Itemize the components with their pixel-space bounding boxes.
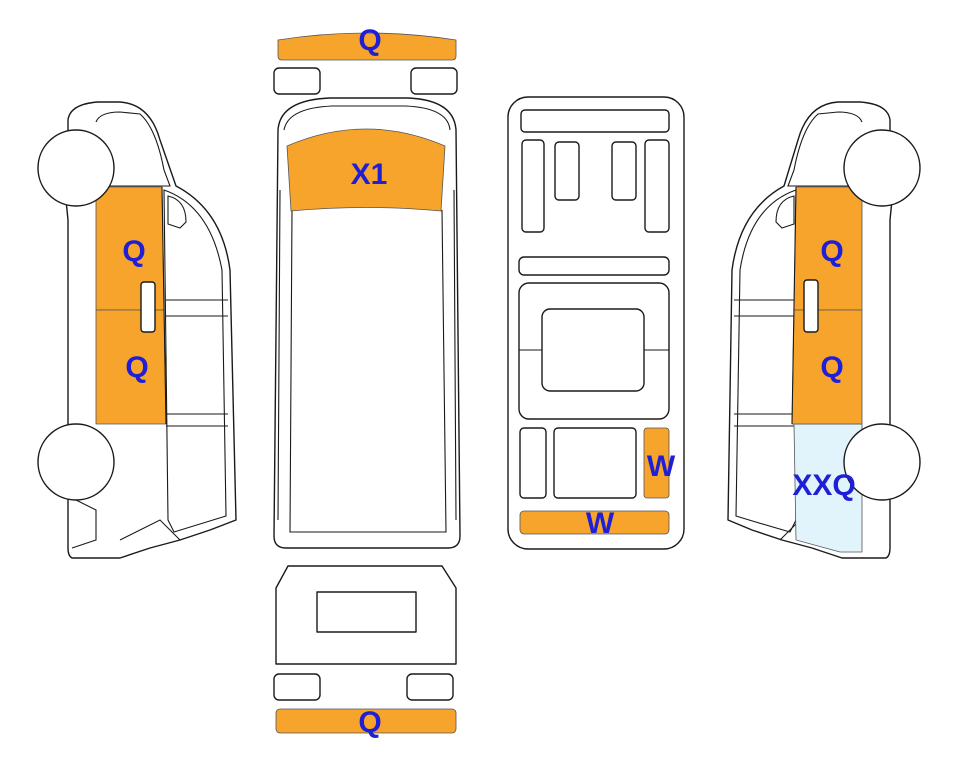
seat [644, 139, 670, 233]
front-left-headlight [273, 67, 321, 95]
left-front-wheel [37, 129, 115, 207]
front-view: Q [273, 24, 458, 95]
interior-side-panel-zone [643, 427, 670, 499]
seat [521, 139, 545, 233]
front-bumper-label: Q [358, 24, 381, 57]
interior-side-panel-label: W [647, 450, 676, 483]
interior-table [541, 308, 645, 392]
interior-rear-panel-zone [519, 510, 670, 535]
left-rear-door-label: Q [125, 351, 148, 384]
windshield-label: X1 [351, 158, 388, 191]
top-view: X1 [273, 97, 461, 549]
right-door-handle [803, 279, 819, 333]
right-side-view: Q Q XXQ [727, 101, 921, 559]
seat [554, 141, 580, 201]
rear-window [316, 591, 417, 633]
left-front-door-label: Q [122, 235, 145, 268]
interior-view: W W [507, 96, 685, 550]
rear-right-light [406, 673, 454, 701]
rear-bumper-zone [275, 708, 457, 734]
right-front-wheel [843, 129, 921, 207]
seat [611, 141, 637, 201]
front-bumper-zone [277, 32, 457, 61]
right-rear-door-label: Q [820, 351, 843, 384]
top-view-body [273, 97, 461, 549]
left-door-handle [140, 281, 156, 333]
right-rear-quarter-label: XXQ [792, 469, 855, 502]
rear-bumper-label: Q [358, 706, 381, 739]
interior-rear-panel-label: W [586, 507, 615, 540]
right-front-door-label: Q [820, 235, 843, 268]
front-right-headlight [410, 67, 458, 95]
left-side-view: Q Q [37, 101, 237, 559]
left-rear-wheel [37, 423, 115, 501]
windshield-zone [286, 128, 446, 212]
rear-left-light [273, 673, 321, 701]
rear-view: Q [273, 565, 457, 739]
right-rear-wheel [843, 423, 921, 501]
